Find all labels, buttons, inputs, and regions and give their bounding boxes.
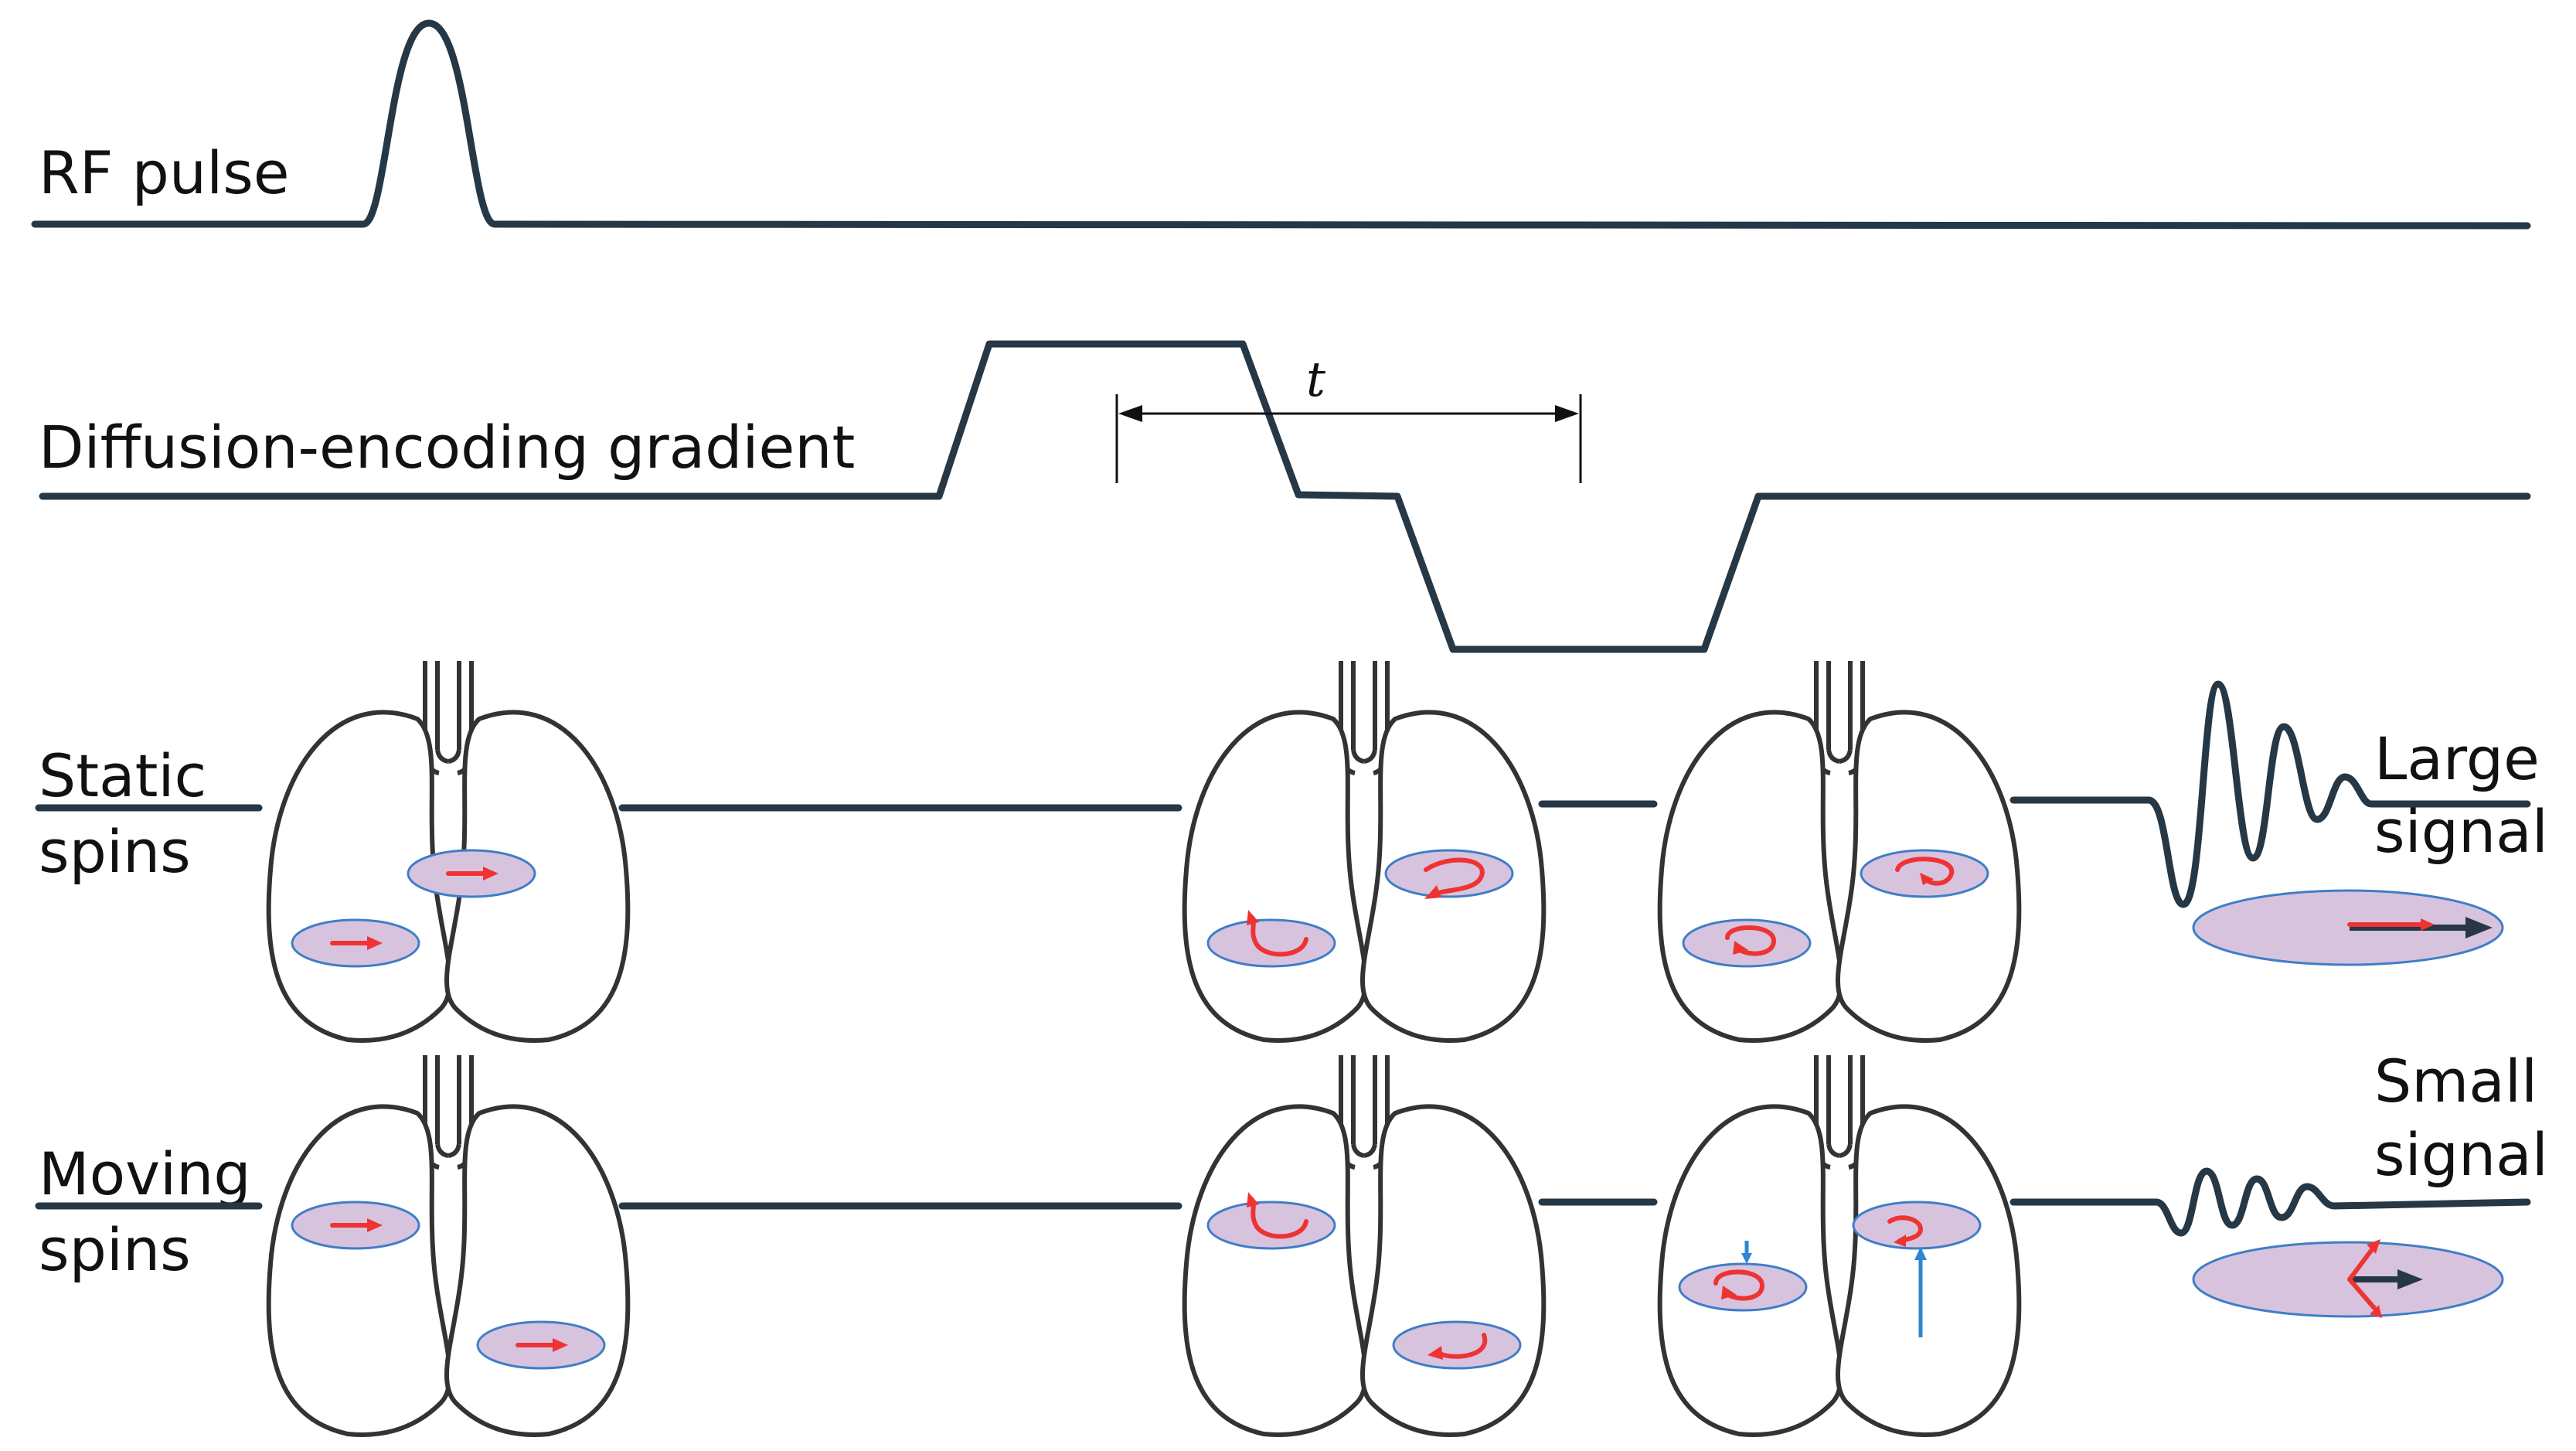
lung-icon <box>1660 661 2020 1041</box>
spin-ellipse <box>1852 1201 1982 1250</box>
time-label: t <box>1306 351 1325 407</box>
lung-icon <box>269 1055 628 1435</box>
large-signal-label-line1: Large <box>2374 724 2540 793</box>
lung-icon <box>269 661 628 1041</box>
large-signal-net-vector <box>2192 889 2504 966</box>
moving-spins-label-line1: Moving <box>39 1139 251 1208</box>
spin-ellipse <box>1206 1201 1336 1250</box>
gradient-label: Diffusion-encoding gradient <box>39 413 855 482</box>
spin-ellipse <box>1392 1320 1522 1370</box>
lung-icon <box>1660 1055 2020 1435</box>
rf-pulse-label: RF pulse <box>39 138 290 207</box>
small-signal-net-vector <box>2192 1239 2504 1318</box>
moving-spins-label-line2: spins <box>39 1215 191 1284</box>
spin-ellipse <box>1384 849 1514 898</box>
gradient-trace <box>39 340 2531 653</box>
time-interval-marker <box>1115 394 1582 483</box>
static-spins-label-line1: Static <box>39 741 206 810</box>
spin-ellipse <box>1678 1262 1808 1312</box>
lung-icon <box>1185 1055 1544 1435</box>
moving-row-trace <box>35 1167 2531 1237</box>
small-signal-label-line2: signal <box>2374 1120 2548 1189</box>
static-spins-label-line2: spins <box>39 817 191 886</box>
rf-pulse-trace <box>31 19 2531 230</box>
spin-ellipse <box>1206 918 1336 968</box>
spin-ellipse <box>1682 918 1812 968</box>
spin-ellipse <box>2192 889 2504 966</box>
static-row-trace <box>35 680 2531 908</box>
lung-icon <box>1185 661 1544 1041</box>
small-signal-label-line1: Small <box>2374 1047 2537 1115</box>
large-signal-label-line2: signal <box>2374 797 2548 866</box>
spin-ellipse <box>1860 849 1989 898</box>
